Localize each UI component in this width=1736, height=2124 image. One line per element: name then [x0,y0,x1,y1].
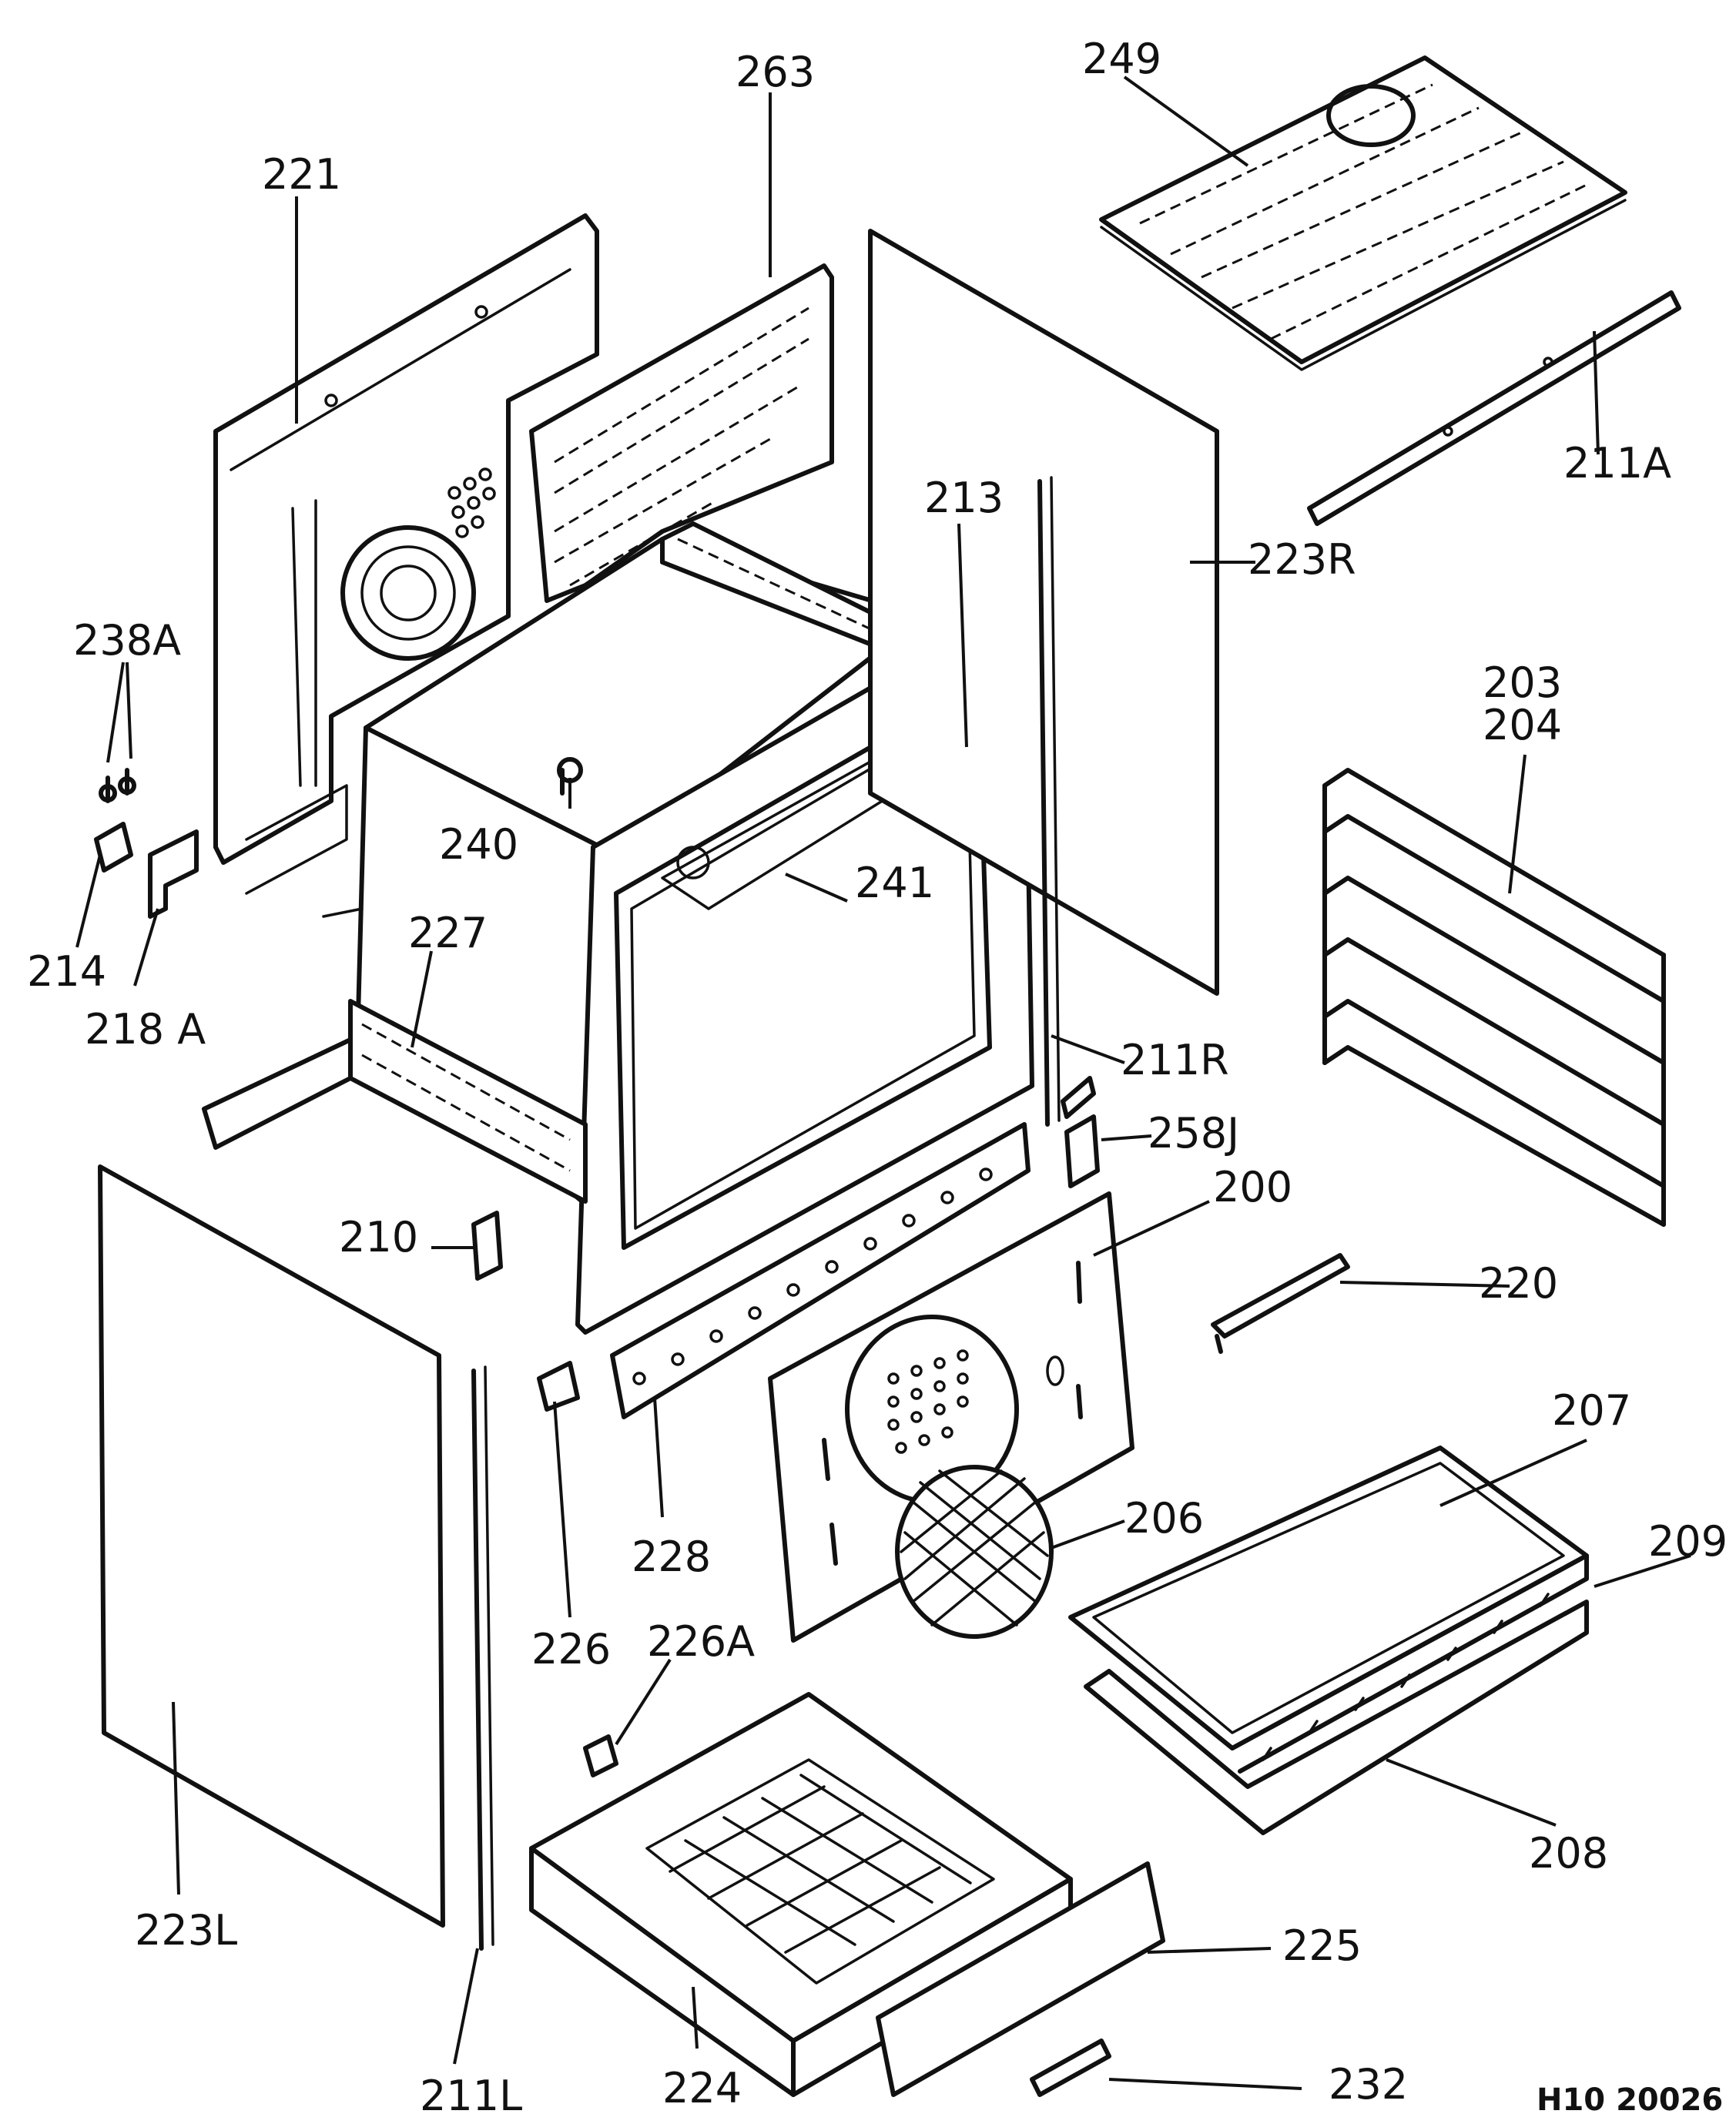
label-207: 207 [1552,1386,1631,1435]
top-insulation-249 [1099,55,1627,371]
label-223R: 223R [1248,535,1356,584]
label-227: 227 [408,909,488,957]
label-226: 226 [531,1625,611,1673]
label-240: 240 [439,820,518,869]
bracket-220 [1211,1253,1350,1354]
label-209: 209 [1648,1517,1728,1566]
label-204: 204 [1483,701,1562,749]
label-225: 225 [1282,1921,1362,1970]
drawing-code: H10 20026 [1537,2082,1723,2118]
label-206: 206 [1124,1494,1204,1543]
hinge-226 [537,1361,580,1412]
trim-211A [1307,290,1681,526]
label-218A: 218 A [85,1005,206,1054]
label-211R: 211R [1121,1036,1229,1084]
back-panel-221 [213,213,599,895]
grid-209 [1230,1553,1589,1774]
label-221: 221 [262,150,341,199]
label-232: 232 [1329,2060,1408,2109]
bottom-insulation-227 [202,999,588,1204]
control-strip-228 [610,1122,1031,1419]
label-258J: 258J [1148,1109,1239,1157]
trim-211L [471,1365,494,1951]
label-249: 249 [1082,35,1161,83]
fan-cover-200 [768,1191,1134,1643]
label-241: 241 [855,859,934,907]
label-213: 213 [924,474,1004,522]
label-226A: 226A [647,1617,755,1666]
part-labels: 263 249 221 211A 213 223R 238A 203 204 2… [27,35,1728,2120]
label-211L: 211L [420,2072,522,2120]
side-panel-223L [98,1164,445,1928]
clip-226A [583,1734,618,1777]
label-210: 210 [339,1213,418,1261]
label-200: 200 [1213,1163,1292,1211]
fan-guard-206 [895,1465,1054,1639]
rear-insulation-263 [529,263,834,603]
label-224: 224 [662,2064,742,2112]
label-263: 263 [736,48,815,96]
label-228: 228 [632,1533,711,1581]
drawer-front-225 [876,1861,1165,2097]
label-214: 214 [27,947,106,996]
shelf-runners-203-204 [1322,768,1666,1227]
label-203: 203 [1483,658,1562,707]
trim-211R [1037,476,1061,1127]
runner-232 [1030,2039,1111,2097]
hinge-258J [1061,1076,1100,1188]
clips-238A-214-218A [94,768,199,919]
bracket-210 [471,1211,503,1281]
leader-lines [75,75,1691,2090]
label-211A: 211A [1563,439,1671,487]
label-223L: 223L [135,1906,237,1955]
label-220: 220 [1479,1259,1558,1308]
tray-208 [1084,1600,1589,1835]
label-238A: 238A [73,616,181,665]
label-208: 208 [1529,1829,1608,1878]
